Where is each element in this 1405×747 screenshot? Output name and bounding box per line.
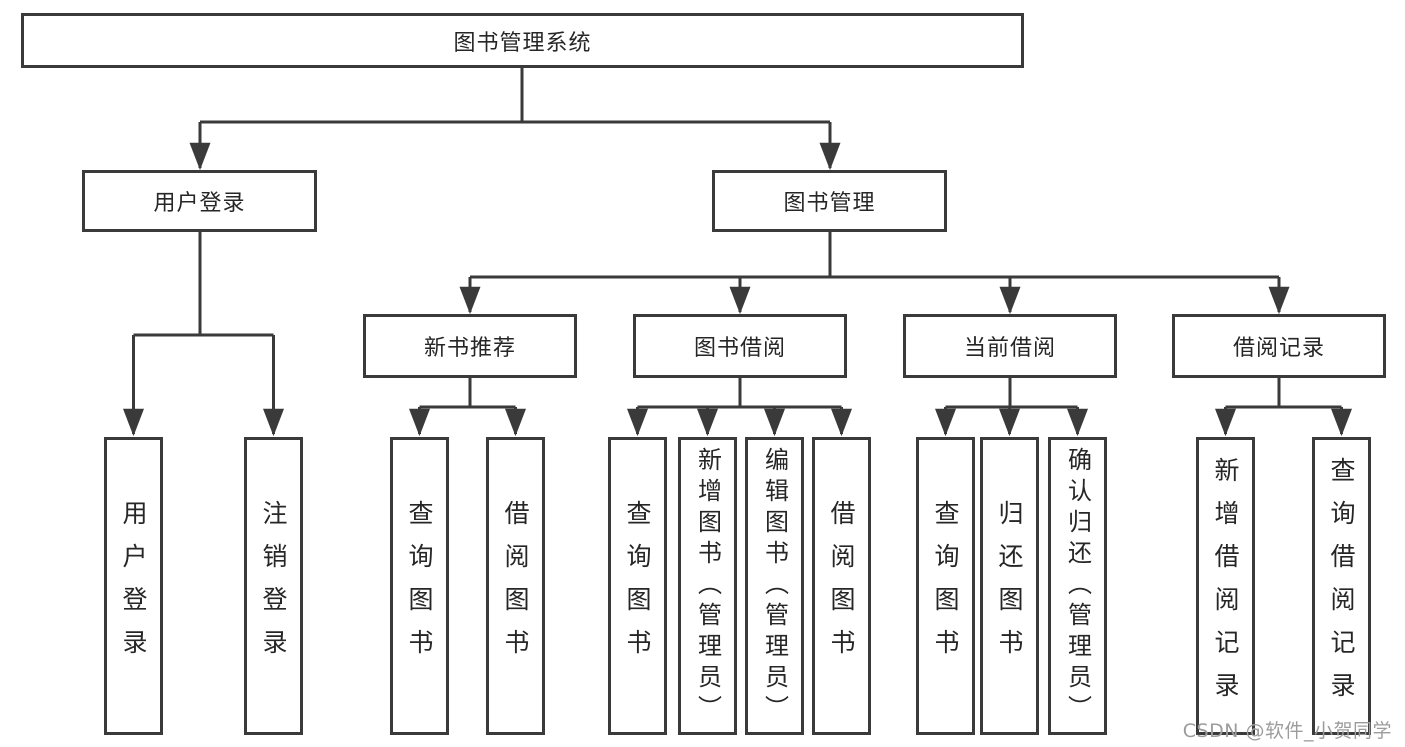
node-label: 借阅图书 <box>501 500 530 672</box>
node-label: 归还图书 <box>995 500 1024 672</box>
leaf-query-borrow-record: 查询借阅记录 <box>1312 437 1371 735</box>
node-label: 查询图书 <box>931 500 960 672</box>
node-label: 用户登录 <box>153 191 246 216</box>
node-current-borrow: 当前借阅 <box>903 314 1117 378</box>
node-label: 当前借阅 <box>963 336 1056 361</box>
leaf-query-book-current: 查询图书 <box>916 437 975 735</box>
node-label: 图书管理系统 <box>453 30 592 56</box>
node-label: 编辑图书（管理员） <box>760 446 789 726</box>
csdn-watermark: CSDN @软件_小贺同学 <box>1182 720 1392 742</box>
leaf-confirm-return-admin: 确认归还（管理员） <box>1048 437 1107 735</box>
node-label: 新增借阅记录 <box>1211 457 1240 715</box>
node-label: 注销登录 <box>259 500 288 672</box>
node-new-book-recommend: 新书推荐 <box>363 314 577 378</box>
node-label: 查询图书 <box>623 500 652 672</box>
node-label: 图书管理 <box>783 191 876 216</box>
node-label: 用户登录 <box>119 500 148 672</box>
node-label: 查询图书 <box>405 500 434 672</box>
leaf-add-book-admin: 新增图书（管理员） <box>678 437 737 735</box>
leaf-add-borrow-record: 新增借阅记录 <box>1196 437 1255 735</box>
node-book-management: 图书管理 <box>712 170 947 232</box>
node-borrow-record: 借阅记录 <box>1172 314 1386 378</box>
leaf-query-book-borrow: 查询图书 <box>608 437 667 735</box>
leaf-query-book-recommend: 查询图书 <box>390 437 449 735</box>
node-library-management-system: 图书管理系统 <box>21 13 1024 68</box>
node-book-borrow: 图书借阅 <box>633 314 847 378</box>
leaf-edit-book-admin: 编辑图书（管理员） <box>745 437 804 735</box>
node-label: 确认归还（管理员） <box>1063 446 1092 726</box>
leaf-borrow-book: 借阅图书 <box>812 437 871 735</box>
leaf-user-login: 用户登录 <box>104 437 163 735</box>
leaf-logout-login: 注销登录 <box>244 437 303 735</box>
node-label: 图书借阅 <box>693 336 786 361</box>
leaf-return-book: 归还图书 <box>980 437 1039 735</box>
node-label: 查询借阅记录 <box>1327 457 1356 715</box>
node-label: 新书推荐 <box>423 336 516 361</box>
node-label: 借阅图书 <box>827 500 856 672</box>
node-user-login: 用户登录 <box>82 170 317 232</box>
leaf-borrow-book-recommend: 借阅图书 <box>486 437 545 735</box>
node-label: 借阅记录 <box>1232 336 1325 361</box>
node-label: 新增图书（管理员） <box>693 446 722 726</box>
